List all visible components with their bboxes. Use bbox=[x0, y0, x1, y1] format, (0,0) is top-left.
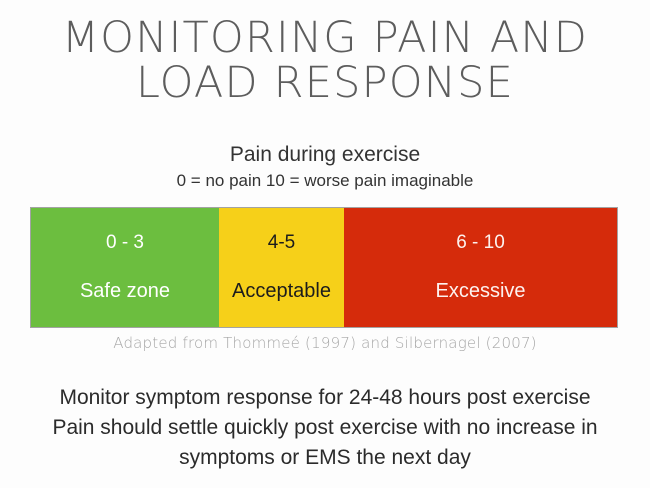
body-text-block: Monitor symptom response for 24-48 hours… bbox=[0, 383, 650, 473]
page-title-line-2: LOAD RESPONSE bbox=[135, 58, 515, 108]
scale-zone-excessive: 6 - 10 Excessive bbox=[344, 208, 617, 327]
body-text-line-3: symptoms or EMS the next day bbox=[179, 446, 471, 469]
scale-zone-safe-range: 0 - 3 bbox=[105, 232, 145, 253]
body-text-line-2: Pain should settle quickly post exercise… bbox=[52, 416, 598, 439]
body-text-line-1: Monitor symptom response for 24-48 hours… bbox=[59, 386, 591, 409]
subtitle-heading: Pain during exercise bbox=[229, 143, 421, 166]
scale-zone-acceptable-label: Acceptable bbox=[232, 280, 331, 302]
scale-zone-safe: 0 - 3 Safe zone bbox=[31, 208, 219, 327]
pain-scale-bar: 0 - 3 Safe zone 4-5 Acceptable 6 - 10 Ex… bbox=[30, 207, 618, 328]
scale-zone-acceptable: 4-5 Acceptable bbox=[219, 208, 344, 327]
scale-zone-safe-label: Safe zone bbox=[79, 280, 171, 302]
scale-zone-excessive-range: 6 - 10 bbox=[456, 232, 505, 253]
page-title: MONITORING PAIN AND LOAD RESPONSE bbox=[0, 16, 650, 106]
scale-zone-acceptable-range: 4-5 bbox=[267, 232, 296, 253]
attribution-text: Adapted from Thommeé (1997) and Silberna… bbox=[113, 334, 537, 352]
page-title-line-1: MONITORING PAIN AND bbox=[61, 13, 589, 63]
subtitle-block: Pain during exercise 0 = no pain 10 = wo… bbox=[0, 142, 650, 192]
subtitle-scale-key: 0 = no pain 10 = worse pain imaginable bbox=[176, 171, 474, 190]
scale-zone-excessive-label: Excessive bbox=[435, 280, 526, 302]
